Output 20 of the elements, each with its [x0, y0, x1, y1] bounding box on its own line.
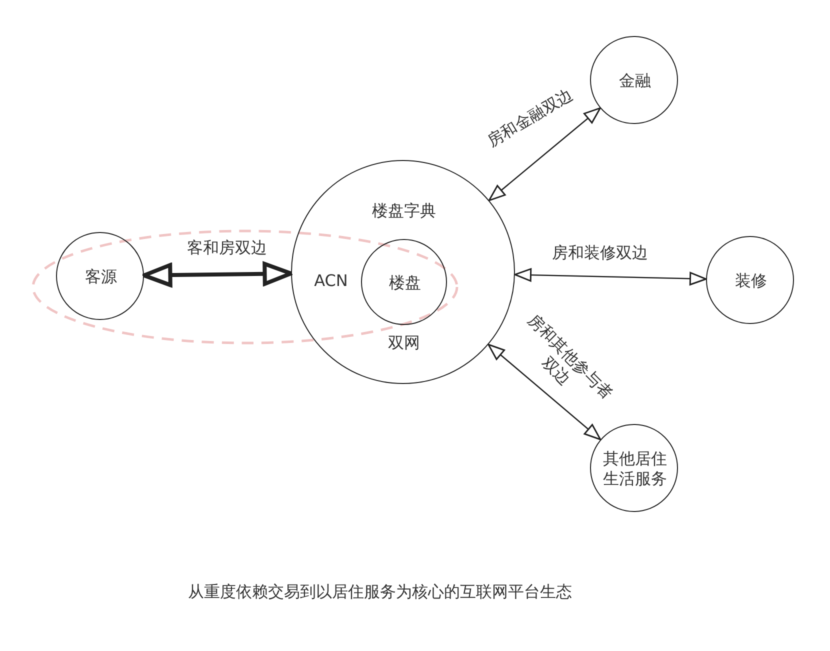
circle-node	[361, 239, 447, 325]
circle-node	[56, 232, 144, 320]
node-label: 客源	[84, 267, 118, 287]
node-label: 双网	[388, 333, 420, 353]
circle-node	[590, 36, 678, 124]
circle-node	[706, 236, 794, 324]
node-label: 装修	[734, 271, 768, 291]
node-label: 金融	[618, 71, 652, 91]
node-label: 楼盘	[388, 273, 422, 293]
circle-node	[590, 424, 678, 512]
node-label: 其他居住生活服务	[602, 449, 668, 489]
edge-label: 客和房双边	[185, 238, 269, 258]
double-arrow	[488, 344, 602, 440]
double-arrow	[514, 268, 707, 286]
caption: 从重度依赖交易到以居住服务为核心的互联网平台生态	[188, 582, 572, 602]
edge-label: 房和装修双边	[550, 243, 650, 263]
node-label: 楼盘字典	[372, 201, 436, 221]
double-arrow	[142, 262, 293, 288]
node-label: ACN	[314, 271, 348, 291]
double-arrow	[488, 107, 601, 202]
